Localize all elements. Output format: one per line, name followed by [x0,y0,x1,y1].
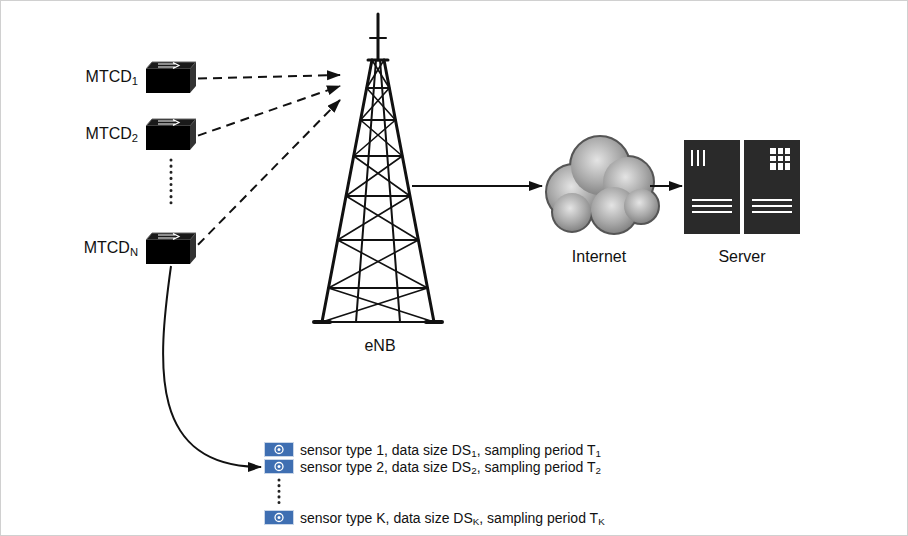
device-icon [146,232,196,264]
sensor-row: sensor type 1, data size DS1, sampling p… [264,441,605,458]
subscript: 2 [595,465,600,476]
arrow [650,185,682,187]
device-label: MTCDN [84,239,138,257]
subscript: 2 [471,465,476,476]
device-label: MTCD2 [86,125,138,143]
dashed-arrow [198,86,340,136]
subscript: 1 [595,448,600,459]
device-label: MTCD1 [86,68,138,86]
internet-cloud [547,137,658,233]
subscript: 1 [471,448,476,459]
subscript: K [473,516,480,527]
network-node: Server [680,138,804,266]
sensor-list: sensor type 1, data size DS1, sampling p… [264,441,605,526]
network-node: Internet [540,138,658,266]
device-icon [146,61,196,93]
sensor-icon [264,459,294,474]
subscript: N [130,246,138,258]
tower-illustration [314,14,442,322]
arrow [163,266,261,467]
dashed-arrow [198,75,340,79]
sensor-icon [264,510,294,525]
sensor-label: sensor type 2, data size DS2, sampling p… [300,459,601,475]
dashed-arrow [198,100,340,245]
subscript: 2 [132,132,138,144]
subscript: 1 [132,75,138,87]
arrow [412,185,542,187]
node-label: Server [680,248,804,266]
network-node: eNB [340,25,420,355]
subscript: K [598,516,605,527]
node-label: eNB [340,337,420,355]
device-icon [146,118,196,150]
device-node: MTCD1 [86,61,196,93]
ellipsis-dots [170,160,173,205]
device-node: MTCDN [84,232,196,264]
ellipsis-dots [264,475,294,509]
node-label: Internet [540,248,658,266]
sensor-row: sensor type 2, data size DS2, sampling p… [264,458,605,475]
sensor-label: sensor type K, data size DSK, sampling p… [300,510,605,526]
sensor-row: sensor type K, data size DSK, sampling p… [264,509,605,526]
sensor-label: sensor type 1, data size DS1, sampling p… [300,442,601,458]
server-illustration [684,140,800,234]
sensor-icon [264,442,294,457]
device-node: MTCD2 [86,118,196,150]
